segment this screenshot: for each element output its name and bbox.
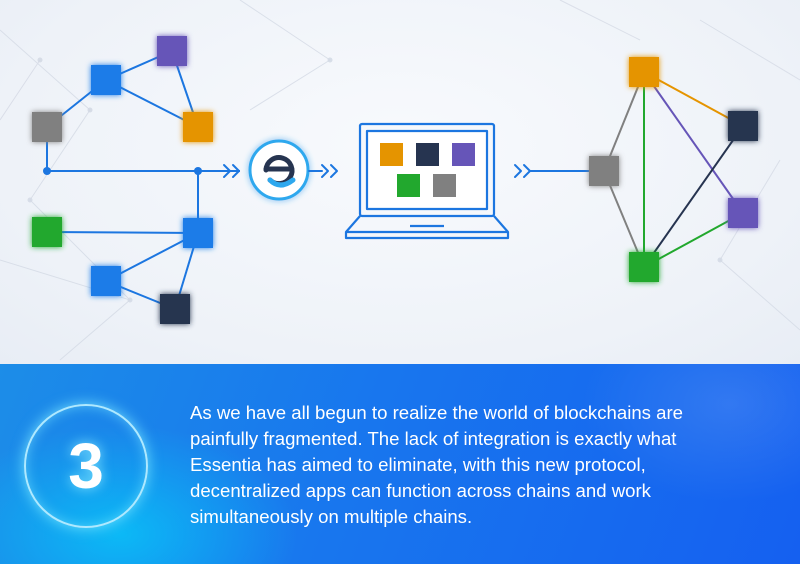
junction-dot — [43, 167, 51, 175]
chevron-arrow-icon — [514, 164, 591, 178]
left-connections — [46, 50, 240, 310]
node-navy — [728, 111, 758, 141]
node-purple — [728, 198, 758, 228]
node-navy — [160, 294, 190, 324]
right-connections — [603, 71, 744, 268]
step-badge: 3 — [24, 404, 148, 528]
description-line: simultaneously on multiple chains. — [190, 506, 473, 527]
node-green — [32, 217, 62, 247]
essentia-logo-icon — [248, 139, 310, 201]
chevron-arrow-icon — [308, 164, 338, 178]
info-panel: 3 As we have all begun to realize the wo… — [0, 364, 800, 564]
node-blue — [183, 218, 213, 248]
node-blue — [91, 266, 121, 296]
description-text: As we have all begun to realize the worl… — [190, 400, 750, 530]
node-purple — [157, 36, 187, 66]
description-line: painfully fragmented. The lack of integr… — [190, 428, 677, 449]
description-line: Essentia has aimed to eliminate, with th… — [190, 454, 646, 475]
node-gray — [32, 112, 62, 142]
diagram-area — [0, 0, 800, 364]
chevron-arrow-icon — [223, 164, 240, 178]
step-number: 3 — [68, 430, 104, 502]
node-orange — [183, 112, 213, 142]
laptop-screen-tiles — [380, 143, 475, 197]
left-nodes — [32, 36, 213, 324]
background-mesh — [0, 0, 800, 361]
junction-dot — [194, 167, 202, 175]
network-diagram — [0, 0, 800, 361]
laptop-icon — [344, 122, 510, 240]
node-orange — [629, 57, 659, 87]
description-line: decentralized apps can function across c… — [190, 480, 651, 501]
node-gray — [589, 156, 619, 186]
node-green — [629, 252, 659, 282]
description-line: As we have all begun to realize the worl… — [190, 402, 684, 423]
node-blue — [91, 65, 121, 95]
right-nodes — [589, 57, 758, 282]
